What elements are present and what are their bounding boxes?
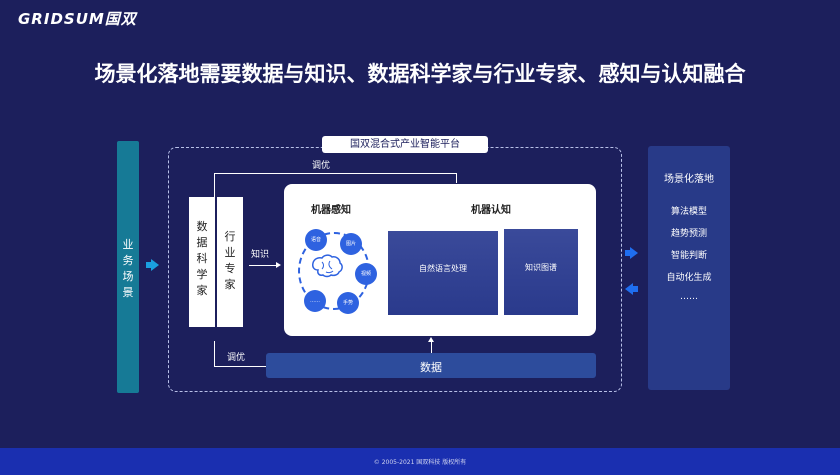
tune-label-top: 调优 (312, 161, 331, 171)
knowledge-label: 知识 (251, 250, 270, 260)
nlp-label: 自然语言处理 (419, 264, 467, 273)
label-char: 场 (122, 270, 134, 283)
connector-line (214, 341, 215, 367)
knowledge-graph-panel: 知识图谱 (504, 229, 578, 315)
scenario-landing-title: 场景化落地 (664, 174, 714, 185)
data-bar: 数据 (266, 353, 596, 378)
arrow-stem (633, 286, 638, 292)
label-char: 据 (196, 236, 208, 249)
brain-icon (312, 254, 343, 278)
business-scenario-bar: 业 务 场 景 (117, 141, 139, 393)
label-char: 科 (196, 252, 208, 265)
data-label: 数据 (420, 361, 442, 374)
machine-perception-title: 机器感知 (311, 205, 351, 216)
label-char: 数 (196, 220, 208, 233)
arrow-right-icon (630, 247, 638, 259)
industry-expert-box: 行 业 专 家 (217, 197, 243, 327)
scenario-item: 自动化生成 (666, 273, 712, 283)
arrow-head-icon (276, 262, 281, 268)
perception-node: 手势 (337, 292, 359, 314)
copyright-text: © 2005-2021 国双科技 版权所有 (373, 459, 467, 466)
label-char: 业 (122, 238, 134, 251)
label-char: 行 (224, 230, 236, 243)
label-char: 务 (122, 254, 134, 267)
arrow-stem (625, 250, 630, 256)
brand-logo: GRIDSUM国双 (18, 10, 137, 28)
data-scientist-box: 数 据 科 学 家 (189, 197, 215, 327)
perception-node: 图片 (340, 233, 362, 255)
perception-node: 语音 (305, 229, 327, 251)
business-scenario-label: 业 务 场 景 (120, 237, 136, 301)
label-char: 家 (224, 278, 236, 291)
scenario-item: 算法模型 (670, 207, 707, 217)
page-title: 场景化落地需要数据与知识、数据科学家与行业专家、感知与认知融合 (94, 62, 746, 86)
perception-node: …… (304, 290, 326, 312)
connector-line (214, 173, 457, 174)
data-up-arrow (431, 340, 432, 353)
footer-bar: © 2005-2021 国双科技 版权所有 (0, 448, 840, 475)
arrow-up-icon (428, 337, 434, 342)
connector-line (456, 173, 457, 183)
scenario-landing-panel: 场景化落地 算法模型 趋势预测 智能判断 自动化生成 …… (648, 146, 730, 390)
label-char: 家 (196, 284, 208, 297)
label-char: 专 (224, 262, 236, 275)
label-char: 业 (224, 246, 236, 259)
arrow-left-icon (625, 283, 633, 295)
label-char: 学 (196, 268, 208, 281)
arrow-stem (146, 262, 151, 268)
machine-cognition-title: 机器认知 (471, 205, 511, 216)
perception-node: 视频 (355, 263, 377, 285)
arrow-right-icon (151, 259, 159, 271)
platform-label: 国双混合式产业智能平台 (322, 136, 488, 153)
connector-line (214, 366, 266, 367)
label-char: 景 (122, 286, 134, 299)
scenario-item: 智能判断 (670, 251, 707, 261)
knowledge-arrow (249, 265, 277, 266)
nlp-panel: 自然语言处理 (388, 231, 498, 315)
tune-label-bottom: 调优 (227, 353, 246, 363)
scenario-item: 趋势预测 (670, 229, 707, 239)
knowledge-graph-label: 知识图谱 (525, 263, 557, 272)
scenario-item: …… (680, 292, 698, 302)
connector-line (214, 173, 215, 197)
